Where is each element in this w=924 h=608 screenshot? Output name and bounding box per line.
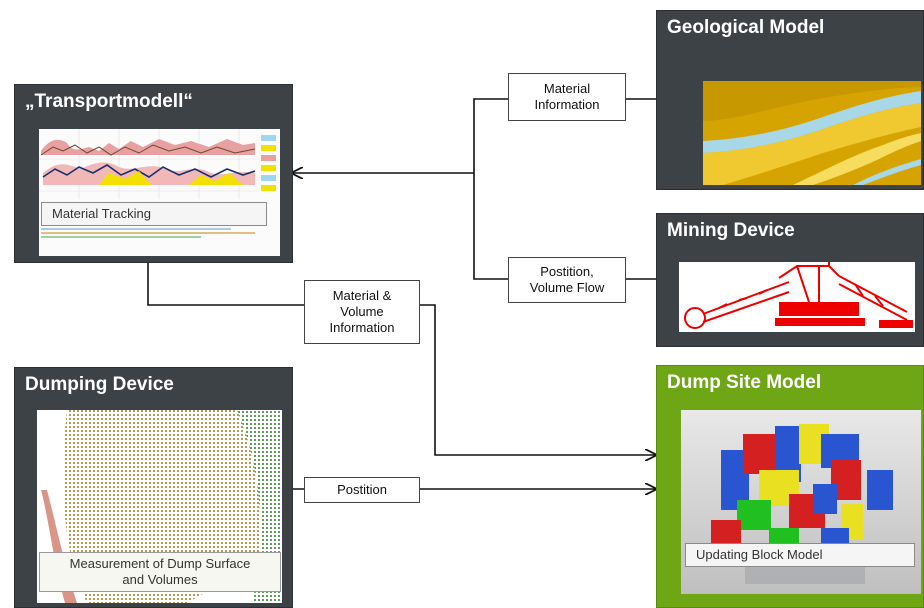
geological-model-title: Geological Model — [667, 17, 825, 38]
geological-strata-graphic — [703, 81, 921, 185]
position-label: Postition — [304, 477, 420, 503]
updating-block-model-caption: Updating Block Model — [685, 543, 915, 567]
dumping-device-title: Dumping Device — [25, 374, 174, 395]
mining-device-thumbnail — [679, 262, 915, 332]
geological-thumbnail — [703, 81, 921, 185]
measurement-caption: Measurement of Dump Surface and Volumes — [39, 552, 281, 592]
excavator-graphic — [679, 262, 915, 332]
transport-to-dump-connector — [147, 262, 656, 455]
material-tracking-caption: Material Tracking — [41, 202, 267, 226]
mining-device-title: Mining Device — [667, 220, 795, 241]
transport-chart-thumbnail — [39, 129, 280, 256]
mining-device-panel: Mining Device — [656, 213, 924, 347]
transport-chart-graphic — [39, 129, 280, 256]
dump-site-model-title: Dump Site Model — [667, 372, 822, 393]
material-volume-information-label: Material & Volume Information — [304, 280, 420, 344]
material-information-label: Material Information — [508, 73, 626, 121]
position-volume-flow-label: Postition, Volume Flow — [508, 257, 626, 303]
transportmodell-title: „Transportmodell“ — [25, 91, 193, 112]
dump-site-model-panel: Dump Site Model Upda — [656, 365, 924, 608]
geological-model-panel: Geological Model — [656, 10, 924, 190]
dumping-device-panel: Dumping Device Measurement of Dump Surfa… — [14, 367, 293, 608]
transportmodell-panel: „Transportmodell“ — [14, 84, 293, 263]
